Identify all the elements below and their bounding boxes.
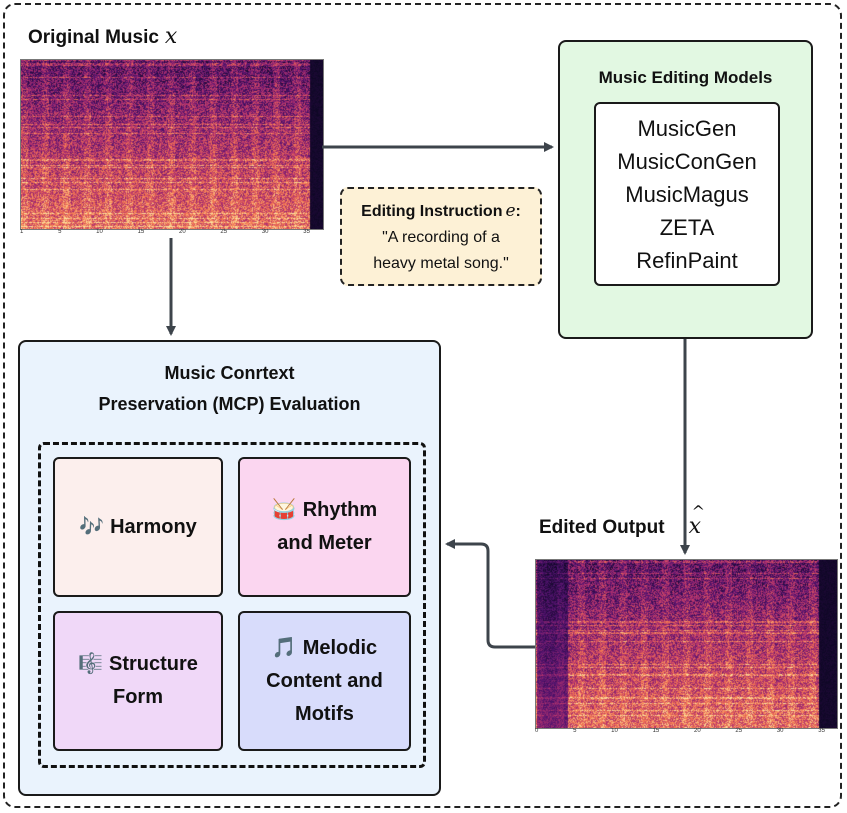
tick-label: 30 bbox=[261, 229, 269, 235]
structure-label-line1: Structure bbox=[109, 653, 198, 675]
mcp-title-line2: Preservation (MCP) Evaluation bbox=[98, 394, 361, 414]
arrow-edited-to-mcp bbox=[445, 539, 535, 649]
rhythm-label-line2: and Meter bbox=[277, 532, 372, 554]
tick-label: 35 bbox=[303, 229, 310, 235]
musical-score-icon: 🎼 bbox=[78, 653, 103, 675]
melodic-card: 🎵Melodic Content and Motifs bbox=[238, 611, 411, 751]
instruction-symbol: e bbox=[505, 201, 516, 221]
mcp-evaluation-box: Music Conrtext Preservation (MCP) Evalua… bbox=[18, 340, 441, 796]
instruction-text: "A recording of a heavy metal song." bbox=[342, 225, 540, 277]
edited-output-label: Edited Output x bbox=[539, 502, 706, 539]
original-spectrogram bbox=[20, 59, 324, 230]
tick-label: 15 bbox=[137, 229, 145, 235]
model-item: ZETA bbox=[659, 214, 715, 240]
tick-label: 30 bbox=[776, 728, 784, 734]
instruction-text-line1: "A recording of a bbox=[382, 229, 500, 246]
original-music-symbol: x bbox=[164, 24, 178, 49]
melodic-label-line2: Content and bbox=[266, 669, 383, 692]
edited-spectrogram bbox=[535, 559, 838, 729]
tick-label: 25 bbox=[220, 229, 228, 235]
rhythm-card: 🥁Rhythm and Meter bbox=[238, 457, 411, 597]
model-item: MusicGen bbox=[637, 115, 737, 141]
models-title: Music Editing Models bbox=[598, 68, 773, 87]
melodic-label-line1: Melodic bbox=[302, 636, 378, 659]
edited-output-text: Edited Output bbox=[539, 517, 665, 538]
tick-label: 20 bbox=[179, 229, 186, 235]
tick-label: 0 bbox=[535, 728, 539, 734]
tick-label: 20 bbox=[694, 728, 701, 734]
drum-icon: 🥁 bbox=[271, 499, 297, 521]
edited-output-symbol: x bbox=[689, 502, 706, 539]
model-item: MusicMagus bbox=[625, 181, 749, 207]
tick-label: 5 bbox=[58, 229, 62, 235]
tick-label: 5 bbox=[573, 728, 577, 734]
harmony-card: 🎶Harmony bbox=[53, 457, 223, 597]
tick-label: 1 bbox=[20, 229, 24, 235]
instruction-text-line2: heavy metal song." bbox=[373, 255, 509, 272]
tick-label: 10 bbox=[611, 728, 618, 734]
original-music-text: Original Music bbox=[28, 27, 159, 48]
rhythm-label-line1: Rhythm bbox=[302, 499, 378, 521]
model-item: RefinPaint bbox=[636, 247, 738, 273]
instruction-title-text: Editing Instruction bbox=[361, 203, 503, 220]
harmony-icon: 🎶 bbox=[79, 515, 105, 538]
tick-label: 10 bbox=[96, 229, 103, 235]
outer-frame bbox=[3, 3, 842, 808]
tick-label: 15 bbox=[652, 728, 660, 734]
harmony-label: Harmony bbox=[110, 515, 197, 538]
structure-label-line2: Form bbox=[113, 686, 163, 708]
structure-card: 🎼 Structure Form bbox=[53, 611, 223, 751]
music-note-icon: 🎵 bbox=[271, 636, 297, 659]
tick-label: 35 bbox=[818, 728, 825, 734]
model-item: MusicConGen bbox=[617, 148, 757, 174]
tick-label: 25 bbox=[735, 728, 743, 734]
mcp-title: Music Conrtext Preservation (MCP) Evalua… bbox=[20, 358, 439, 420]
criteria-group: 🎶Harmony 🥁Rhythm and Meter 🎼 Structure Fo… bbox=[38, 442, 426, 768]
melodic-label-line3: Motifs bbox=[295, 702, 354, 725]
edited-spectrogram-ticks: 0 5 10 15 20 25 30 35 bbox=[535, 728, 825, 734]
mcp-title-line1: Music Conrtext bbox=[164, 363, 295, 383]
